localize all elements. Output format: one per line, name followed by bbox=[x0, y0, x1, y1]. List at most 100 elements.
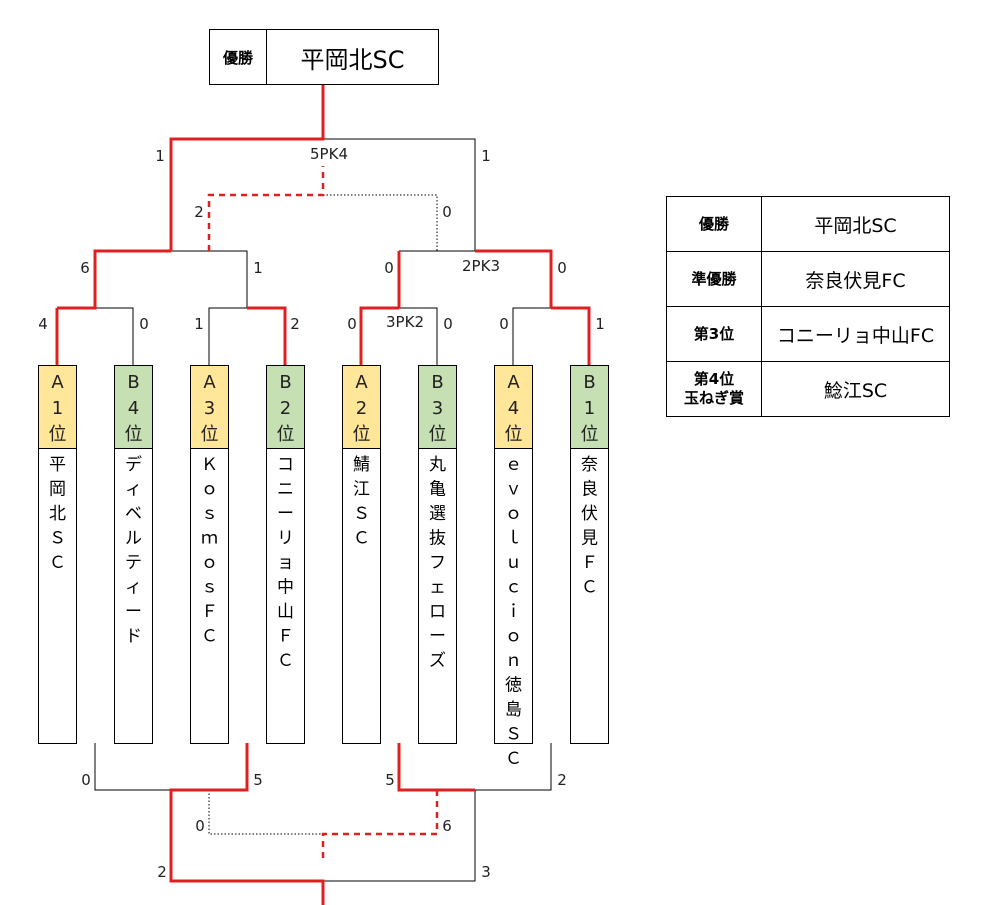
slot-label-char: 位 bbox=[505, 424, 523, 445]
team-name-char: 徳 bbox=[505, 676, 522, 696]
team-name-char: Ｓ bbox=[49, 529, 66, 549]
team-name-char: ル bbox=[125, 529, 142, 549]
results-rank-line: 優勝 bbox=[698, 214, 729, 233]
results-team: コニーリョ中山FC bbox=[761, 306, 950, 362]
score-b2: 2 bbox=[290, 315, 300, 333]
results-rank: 第4位玉ねぎ賞 bbox=[666, 361, 762, 417]
bracket-lines-dotted bbox=[208, 194, 438, 835]
team-name-char: ｏ bbox=[505, 627, 522, 647]
team-name-char: ｕ bbox=[505, 553, 522, 573]
team-name-char: Ｓ bbox=[505, 725, 522, 745]
slot-name-box bbox=[570, 448, 609, 744]
win-semi-left bbox=[57, 249, 171, 310]
team-name-char: ｎ bbox=[505, 651, 522, 671]
slot-label-char: 2 bbox=[356, 398, 367, 419]
score-lower-left-1: 0 bbox=[81, 771, 91, 789]
win-final bbox=[169, 85, 325, 251]
team-name-char: ｃ bbox=[505, 578, 522, 598]
r1-m2-line bbox=[208, 307, 247, 365]
bracket-lines-thin bbox=[57, 138, 552, 882]
team-name-char: 亀 bbox=[429, 480, 446, 500]
slot-name-box bbox=[38, 448, 77, 744]
results-row: 準優勝奈良伏見FC bbox=[666, 251, 950, 307]
score-pk-final: 5PK4 bbox=[310, 145, 348, 163]
slot-label-box bbox=[114, 365, 153, 449]
score-lower-final-1: 2 bbox=[157, 863, 167, 881]
win-semi-right bbox=[475, 249, 553, 308]
team-name-char: 良 bbox=[581, 480, 598, 500]
team-name-char: ー bbox=[429, 627, 446, 647]
team-name-char: ｓ bbox=[201, 504, 218, 524]
scores: 4 0 1 2 0 3PK2 0 0 1 6 1 0 2PK3 0 1 5PK4… bbox=[38, 145, 605, 881]
slot-label-char: B bbox=[583, 372, 595, 393]
team-name-char: ニ bbox=[277, 480, 294, 500]
team-name: 奈良伏見ＦＣ bbox=[581, 455, 598, 598]
team-name: ＫｏｓｍｏｓＦＣ bbox=[201, 455, 218, 647]
win-lower-left bbox=[169, 743, 325, 905]
slot-label-char: 位 bbox=[353, 424, 371, 445]
team-name-char: ィ bbox=[125, 480, 142, 500]
slot-label-box bbox=[418, 365, 457, 449]
team-name-char: Ｓ bbox=[353, 504, 370, 524]
slot-label-char: 2 bbox=[280, 398, 291, 419]
score-a2: 0 bbox=[347, 315, 357, 333]
lower-third-dotted bbox=[208, 790, 323, 835]
team-name-char: ｉ bbox=[505, 602, 522, 622]
team-slots: A1位平岡北ＳＣB4位ディベルティードA3位ＫｏｓｍｏｓＦＣB2位コニーリョ中山… bbox=[38, 365, 609, 769]
score-pk-r1-m3: 3PK2 bbox=[386, 313, 424, 331]
score-semi-left-2: 1 bbox=[253, 259, 263, 277]
team-name-char: テ bbox=[125, 553, 142, 573]
team-name: 平岡北ＳＣ bbox=[49, 455, 66, 573]
results-rank-line: 第4位 bbox=[693, 370, 735, 388]
team-name: ディベルティード bbox=[125, 454, 142, 647]
team-name-char: Ｆ bbox=[581, 553, 598, 573]
slot-label-box bbox=[570, 365, 609, 449]
score-pk-semi-right: 2PK3 bbox=[462, 257, 500, 275]
team-name-char: デ bbox=[125, 454, 142, 475]
bracket-lines-third-place bbox=[207, 166, 439, 862]
team-name-char: コ bbox=[277, 455, 294, 475]
team-name-char: 丸 bbox=[429, 455, 446, 475]
score-lower-third-1: 0 bbox=[195, 817, 205, 835]
slot-name-box bbox=[266, 448, 305, 744]
results-rank: 優勝 bbox=[666, 196, 762, 252]
team-name-char: ベ bbox=[125, 504, 142, 524]
team-name-char: ド bbox=[125, 627, 142, 647]
team-name-char: Ｃ bbox=[505, 749, 522, 769]
team-name-char: ｖ bbox=[505, 480, 522, 500]
slot-label-char: 1 bbox=[584, 398, 595, 419]
team-name: 鯖江ＳＣ bbox=[353, 455, 370, 549]
team-name-char: Ｃ bbox=[277, 651, 294, 671]
team-name-char: ｏ bbox=[201, 553, 218, 573]
team-name-char: 岡 bbox=[49, 480, 66, 500]
team-name-char: ェ bbox=[429, 578, 446, 598]
slot-name-box bbox=[114, 448, 153, 744]
team-name-char: 島 bbox=[505, 700, 522, 720]
slot-label-char: 1 bbox=[52, 398, 63, 419]
slot-label-char: B bbox=[279, 372, 291, 393]
team-name-char: 抜 bbox=[429, 529, 446, 549]
slot-label-char: 位 bbox=[125, 424, 143, 445]
results-rank: 準優勝 bbox=[666, 251, 762, 307]
lower-right-line bbox=[475, 743, 552, 791]
team-name-char: ロ bbox=[429, 602, 446, 622]
team-name-char: 見 bbox=[581, 529, 598, 549]
results-team: 平岡北SC bbox=[761, 196, 950, 252]
team-name-char: ズ bbox=[429, 651, 446, 671]
slot-label-char: B bbox=[431, 372, 443, 393]
results-team: 鯰江SC bbox=[761, 361, 950, 417]
slot-label-char: 位 bbox=[49, 424, 67, 445]
slot-label-char: 3 bbox=[432, 398, 443, 419]
team-name-char: 中 bbox=[277, 578, 294, 598]
slot-label-box bbox=[266, 365, 305, 449]
team-name-char: 北 bbox=[49, 504, 66, 524]
team-name-char: 選 bbox=[429, 504, 446, 524]
slot-name-box bbox=[190, 448, 229, 744]
team-name-char: 伏 bbox=[581, 504, 598, 524]
team-name-char: Ｃ bbox=[201, 627, 218, 647]
score-lower-right-2: 2 bbox=[557, 771, 567, 789]
